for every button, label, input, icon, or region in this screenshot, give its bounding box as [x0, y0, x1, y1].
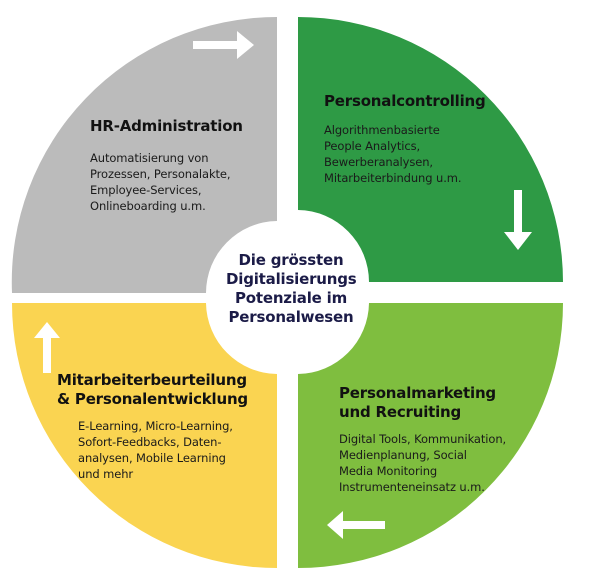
quadrant-body-personalcontrolling: Algorithmenbasierte People Analytics, Be…: [324, 123, 462, 185]
quadrant-hr-administration: [11, 16, 277, 293]
quadrant-body-hr-administration: Automatisierung von Prozessen, Personala…: [90, 151, 231, 213]
arrow-right-icon: [193, 31, 254, 59]
quadrant-body-mitarbeiterbeurteilung: E-Learning, Micro-Learning, Sofort-Feedb…: [78, 419, 233, 481]
quadrant-personalmarketing: [298, 303, 563, 568]
quadrant-title-personalmarketing: Personalmarketing und Recruiting: [339, 384, 496, 421]
center-title: Die grössten Digitalisierungs Potenziale…: [226, 251, 357, 326]
quadrant-personalcontrolling: [298, 17, 563, 282]
arrow-up-icon: [34, 322, 60, 373]
quadrant-body-personalmarketing: Digital Tools, Kommunikation, Medienplan…: [339, 432, 507, 494]
quadrant-mitarbeiterbeurteilung: [12, 303, 277, 568]
quadrant-title-personalcontrolling: Personalcontrolling: [324, 92, 486, 110]
arrow-down-icon: [504, 190, 532, 250]
quadrant-title-hr-administration: HR-Administration: [90, 117, 243, 135]
arrow-left-icon: [327, 511, 385, 539]
quadrant-title-mitarbeiterbeurteilung: Mitarbeiterbeurteilung & Personalentwick…: [57, 371, 248, 408]
